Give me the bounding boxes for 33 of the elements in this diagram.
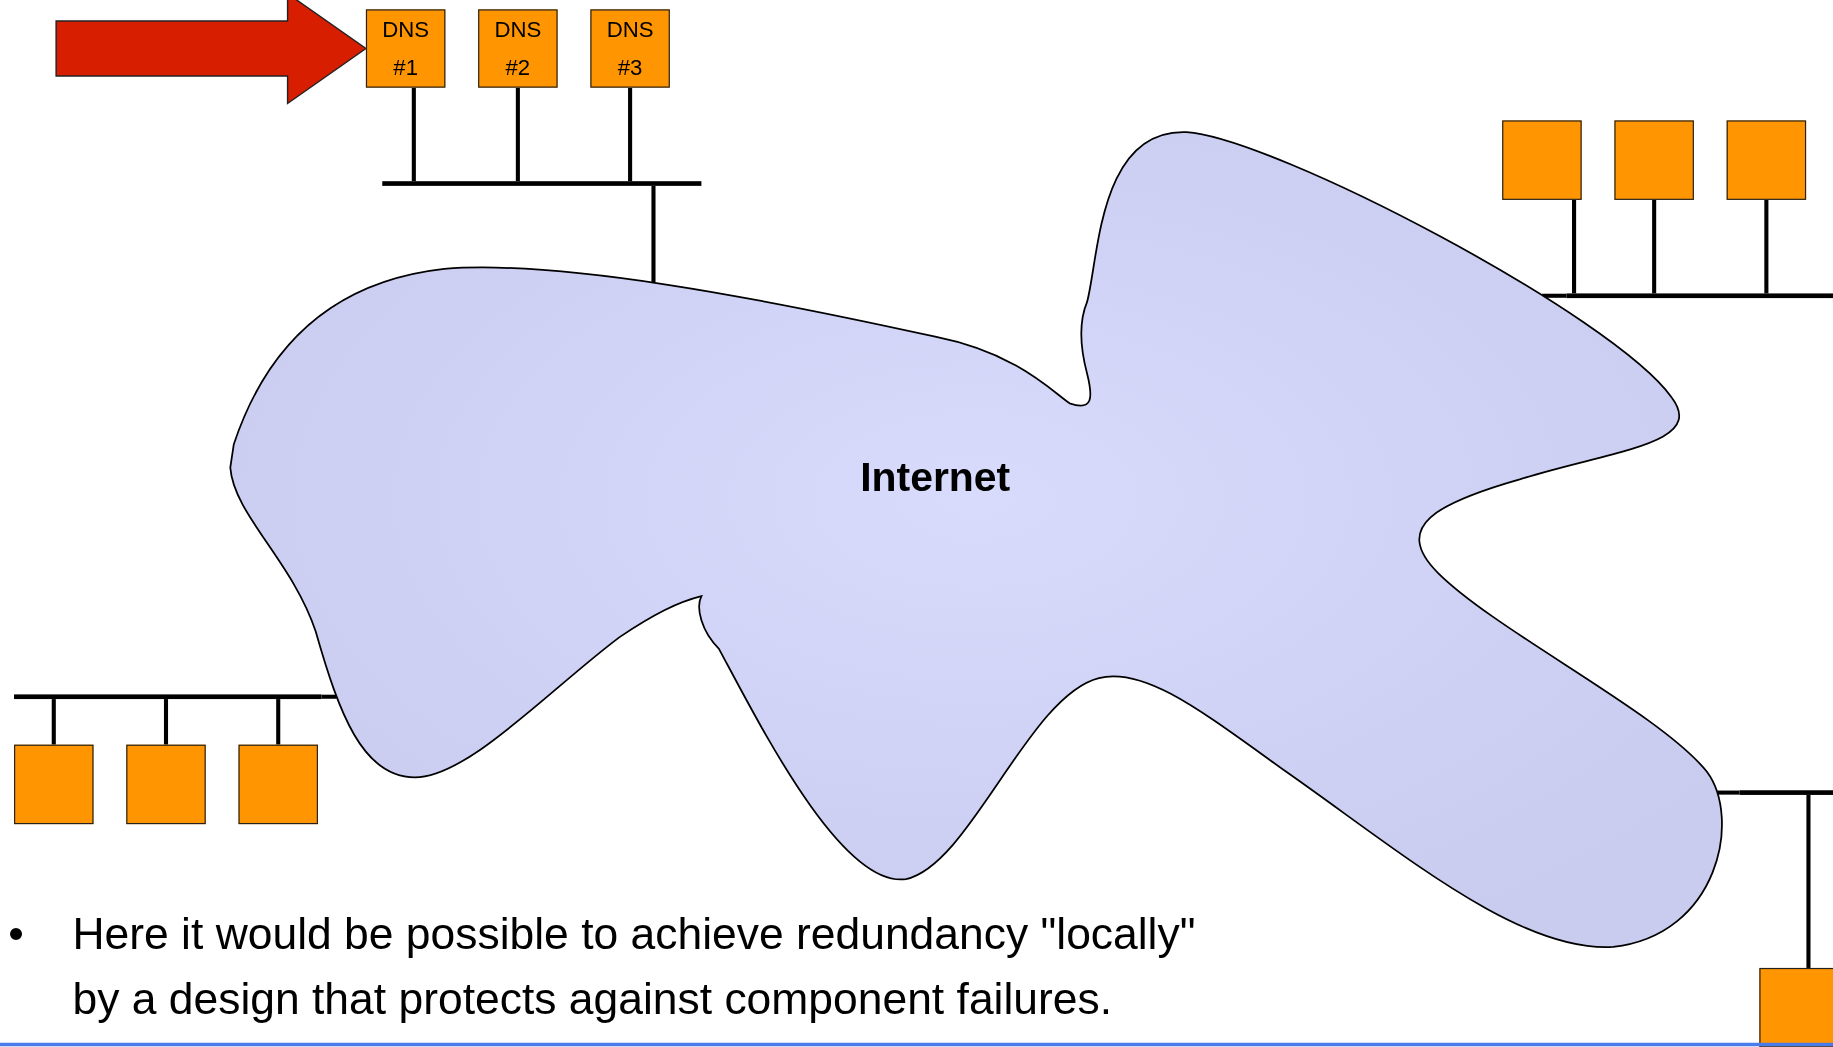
bullet-text: Here it would be possible to achieve redundancy "locally" by a design that protects against component failures.: [72, 908, 1197, 1025]
network-link: [1572, 199, 1577, 294]
network-bus: [1739, 790, 1833, 795]
network-link: [515, 87, 520, 182]
cloud-label: Internet: [860, 453, 1011, 501]
server-box: [365, 9, 446, 88]
host-box: [238, 744, 318, 825]
network-link: [1717, 790, 1740, 795]
network-bus: [1566, 293, 1833, 299]
network-link: [51, 699, 56, 745]
network-link: [276, 699, 281, 745]
network-bus: [382, 181, 702, 186]
host-box: [1726, 120, 1807, 200]
network-link: [163, 699, 169, 745]
host-box: [1502, 120, 1582, 200]
bullet-point: •: [8, 908, 24, 961]
network-link: [1764, 199, 1769, 294]
network-bus: [14, 694, 322, 700]
network-link: [1541, 293, 1567, 298]
network-link: [1652, 199, 1657, 294]
server-label: DNS #2: [493, 15, 543, 81]
network-link: [628, 87, 633, 182]
network-link: [1806, 794, 1811, 968]
network-link: [411, 87, 416, 182]
server-label: DNS #3: [605, 15, 655, 81]
block-arrow: [55, 0, 368, 105]
host-box: [1614, 120, 1694, 200]
network-link: [651, 185, 656, 283]
host-box: [126, 744, 206, 825]
server-box: [478, 9, 558, 88]
server-box: [590, 9, 670, 88]
server-label: DNS #1: [381, 15, 431, 81]
host-box: [14, 744, 94, 825]
